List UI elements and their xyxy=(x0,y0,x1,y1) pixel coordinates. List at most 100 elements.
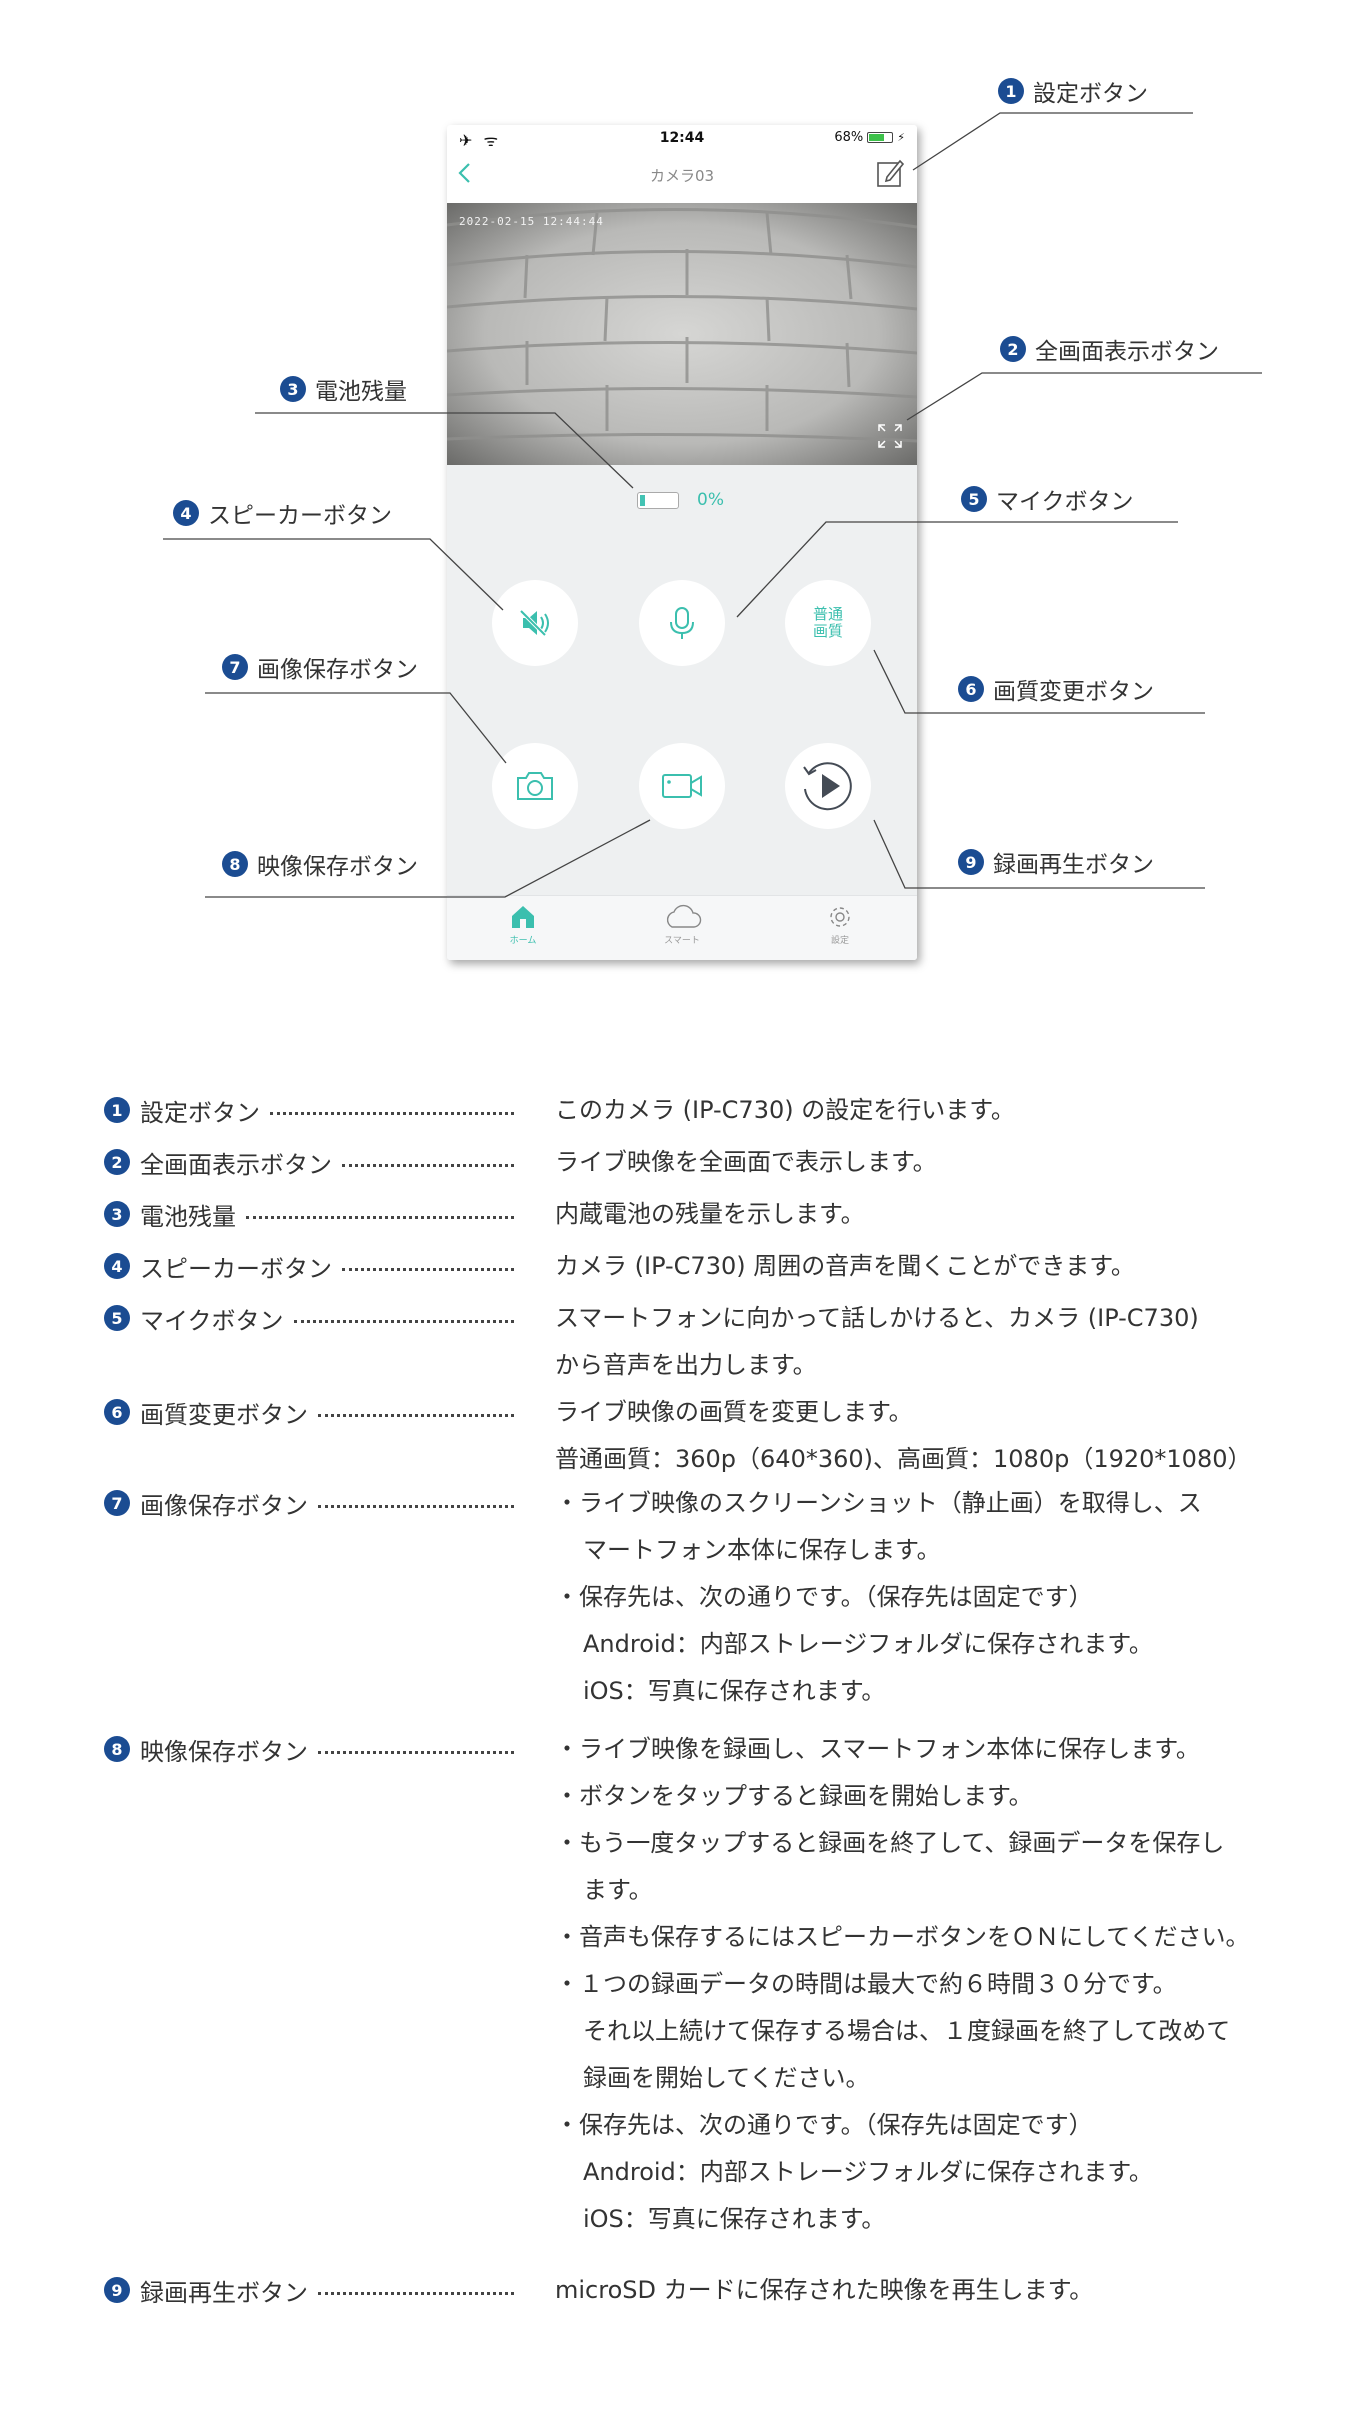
dotted-leader xyxy=(342,1267,514,1271)
dotted-leader xyxy=(318,1504,514,1508)
tab-smart[interactable]: スマート xyxy=(632,904,732,946)
tab-smart-label: スマート xyxy=(664,936,700,946)
callout-number: 7 xyxy=(222,654,248,680)
callout-label: 全画面表示ボタン xyxy=(1035,339,1219,365)
snapshot-button[interactable] xyxy=(492,743,578,829)
description-line: Android：内部ストレージフォルダに保存されます。 xyxy=(583,2158,1153,2186)
description-line: microSD カードに保存された映像を再生します。 xyxy=(555,2276,1094,2304)
callout-number: 1 xyxy=(998,78,1024,104)
description-term-label: 全画面表示ボタン xyxy=(140,1150,332,1179)
microphone-icon xyxy=(670,607,694,639)
description-line: 録画を開始してください。 xyxy=(583,2064,870,2092)
description-line: ・保存先は、次の通りです。（保存先は固定です） xyxy=(555,2111,1093,2139)
live-video[interactable]: 2022-02-15 12:44:44 xyxy=(447,203,917,465)
callout-number: 4 xyxy=(173,500,199,526)
callout-label: マイクボタン xyxy=(996,489,1134,515)
description-term: 3 電池残量 xyxy=(104,1197,514,1231)
description-text: スマートフォンに向かって話しかけると、カメラ (IP-C730) から音声を出力… xyxy=(555,1295,1355,1389)
description-term: 5 マイクボタン xyxy=(104,1301,514,1335)
tab-bar: ホーム スマート 設定 xyxy=(447,895,917,960)
quality-line2: 画質 xyxy=(812,622,843,640)
replay-icon xyxy=(803,762,852,811)
description-term-label: 画質変更ボタン xyxy=(140,1400,308,1429)
battery-level-indicator: 0% xyxy=(637,490,724,510)
dotted-leader xyxy=(342,1163,514,1167)
status-bar: ✈ ᯤ 12:44 68% ⚡ xyxy=(447,125,917,151)
description-line: 普通画質：360p（640*360)、高画質：1080p（1920*1080） xyxy=(555,1445,1252,1473)
callout-5: 5 マイクボタン xyxy=(961,482,1134,516)
tab-settings[interactable]: 設定 xyxy=(790,904,890,946)
description-text: ・ライブ映像のスクリーンショット（静止画）を取得し、ス マートフォン本体に保存し… xyxy=(555,1480,1355,1715)
callout-label: スピーカーボタン xyxy=(208,503,392,529)
callout-9: 9 録画再生ボタン xyxy=(958,845,1154,879)
description-line: iOS：写真に保存されます。 xyxy=(583,1677,886,1705)
callout-label: 画質変更ボタン xyxy=(993,679,1154,705)
quality-button[interactable]: 普通 画質 xyxy=(785,580,871,666)
description-line: ・ライブ映像を録画し、スマートフォン本体に保存します。 xyxy=(555,1735,1200,1763)
description-line: 内蔵電池の残量を示します。 xyxy=(555,1200,865,1228)
callout-line-7 xyxy=(205,692,507,764)
video-timestamp: 2022-02-15 12:44:44 xyxy=(459,215,604,228)
description-term: 9 録画再生ボタン xyxy=(104,2273,514,2307)
callout-line-3 xyxy=(255,412,634,489)
description-line: このカメラ (IP-C730) の設定を行います。 xyxy=(555,1096,1015,1124)
callout-line-2 xyxy=(906,372,1262,421)
status-battery: 68% ⚡ xyxy=(834,130,905,145)
callout-number: 2 xyxy=(1000,336,1026,362)
description-number: 7 xyxy=(104,1490,130,1516)
description-line: ・１つの録画データの時間は最大で約６時間３０分です。 xyxy=(555,1970,1177,1998)
description-text: ライブ映像の画質を変更します。 普通画質：360p（640*360)、高画質：1… xyxy=(555,1389,1355,1483)
speaker-muted-icon xyxy=(519,609,549,637)
description-number: 9 xyxy=(104,2277,130,2303)
description-term-label: 設定ボタン xyxy=(140,1098,260,1127)
tab-settings-label: 設定 xyxy=(830,936,849,946)
airplane-wifi-icons: ✈ ᯤ xyxy=(459,131,502,150)
playback-button[interactable] xyxy=(785,743,871,829)
callout-2: 2 全画面表示ボタン xyxy=(1000,332,1219,366)
description-number: 2 xyxy=(104,1149,130,1175)
quality-line1: 普通 xyxy=(812,605,843,623)
description-number: 6 xyxy=(104,1399,130,1425)
dotted-leader xyxy=(318,2291,514,2295)
description-term-label: スピーカーボタン xyxy=(140,1254,332,1283)
description-term: 7 画像保存ボタン xyxy=(104,1486,514,1520)
tab-home-label: ホーム xyxy=(509,936,537,946)
callout-label: 電池残量 xyxy=(315,379,407,405)
description-text: 内蔵電池の残量を示します。 xyxy=(555,1191,1355,1238)
settings-edit-icon[interactable] xyxy=(875,157,905,189)
callout-number: 8 xyxy=(222,851,248,877)
description-line: ・ボタンをタップすると録画を開始します。 xyxy=(555,1782,1033,1810)
description-number: 1 xyxy=(104,1097,130,1123)
microphone-button[interactable] xyxy=(639,580,725,666)
callout-line-5 xyxy=(736,521,1178,618)
speaker-button[interactable] xyxy=(492,580,578,666)
tab-home[interactable]: ホーム xyxy=(473,904,573,946)
battery-level-icon xyxy=(637,491,679,509)
description-line: ・ライブ映像のスクリーンショット（静止画）を取得し、ス xyxy=(555,1489,1202,1517)
battery-icon xyxy=(867,132,894,143)
brick-wall-image xyxy=(447,203,917,465)
callout-label: 映像保存ボタン xyxy=(257,854,418,880)
description-line: ・もう一度タップすると録画を終了して、録画データを保存し xyxy=(555,1829,1225,1857)
quality-button-label: 普通 画質 xyxy=(813,606,843,640)
description-line: iOS：写真に保存されます。 xyxy=(583,2205,886,2233)
description-text: カメラ (IP-C730) 周囲の音声を聞くことができます。 xyxy=(555,1243,1355,1290)
dotted-leader xyxy=(318,1413,514,1417)
callout-line-8 xyxy=(205,819,651,898)
callout-line-9 xyxy=(873,819,1205,889)
back-arrow-icon[interactable] xyxy=(453,159,477,187)
callout-line-4 xyxy=(163,538,504,611)
callout-6: 6 画質変更ボタン xyxy=(958,672,1154,706)
description-text: microSD カードに保存された映像を再生します。 xyxy=(555,2267,1355,2314)
description-term: 1 設定ボタン xyxy=(104,1093,514,1127)
description-line: スマートフォンに向かって話しかけると、カメラ (IP-C730) xyxy=(555,1304,1199,1332)
record-button[interactable] xyxy=(639,743,725,829)
description-term: 6 画質変更ボタン xyxy=(104,1395,514,1429)
dotted-leader xyxy=(318,1750,514,1754)
description-text: このカメラ (IP-C730) の設定を行います。 xyxy=(555,1087,1355,1134)
description-term-label: 画像保存ボタン xyxy=(140,1491,308,1520)
description-line: マートフォン本体に保存します。 xyxy=(583,1536,941,1564)
battery-percent: 68% xyxy=(834,130,864,145)
fullscreen-icon[interactable] xyxy=(877,423,903,449)
description-text: ライブ映像を全画面で表示します。 xyxy=(555,1139,1355,1186)
